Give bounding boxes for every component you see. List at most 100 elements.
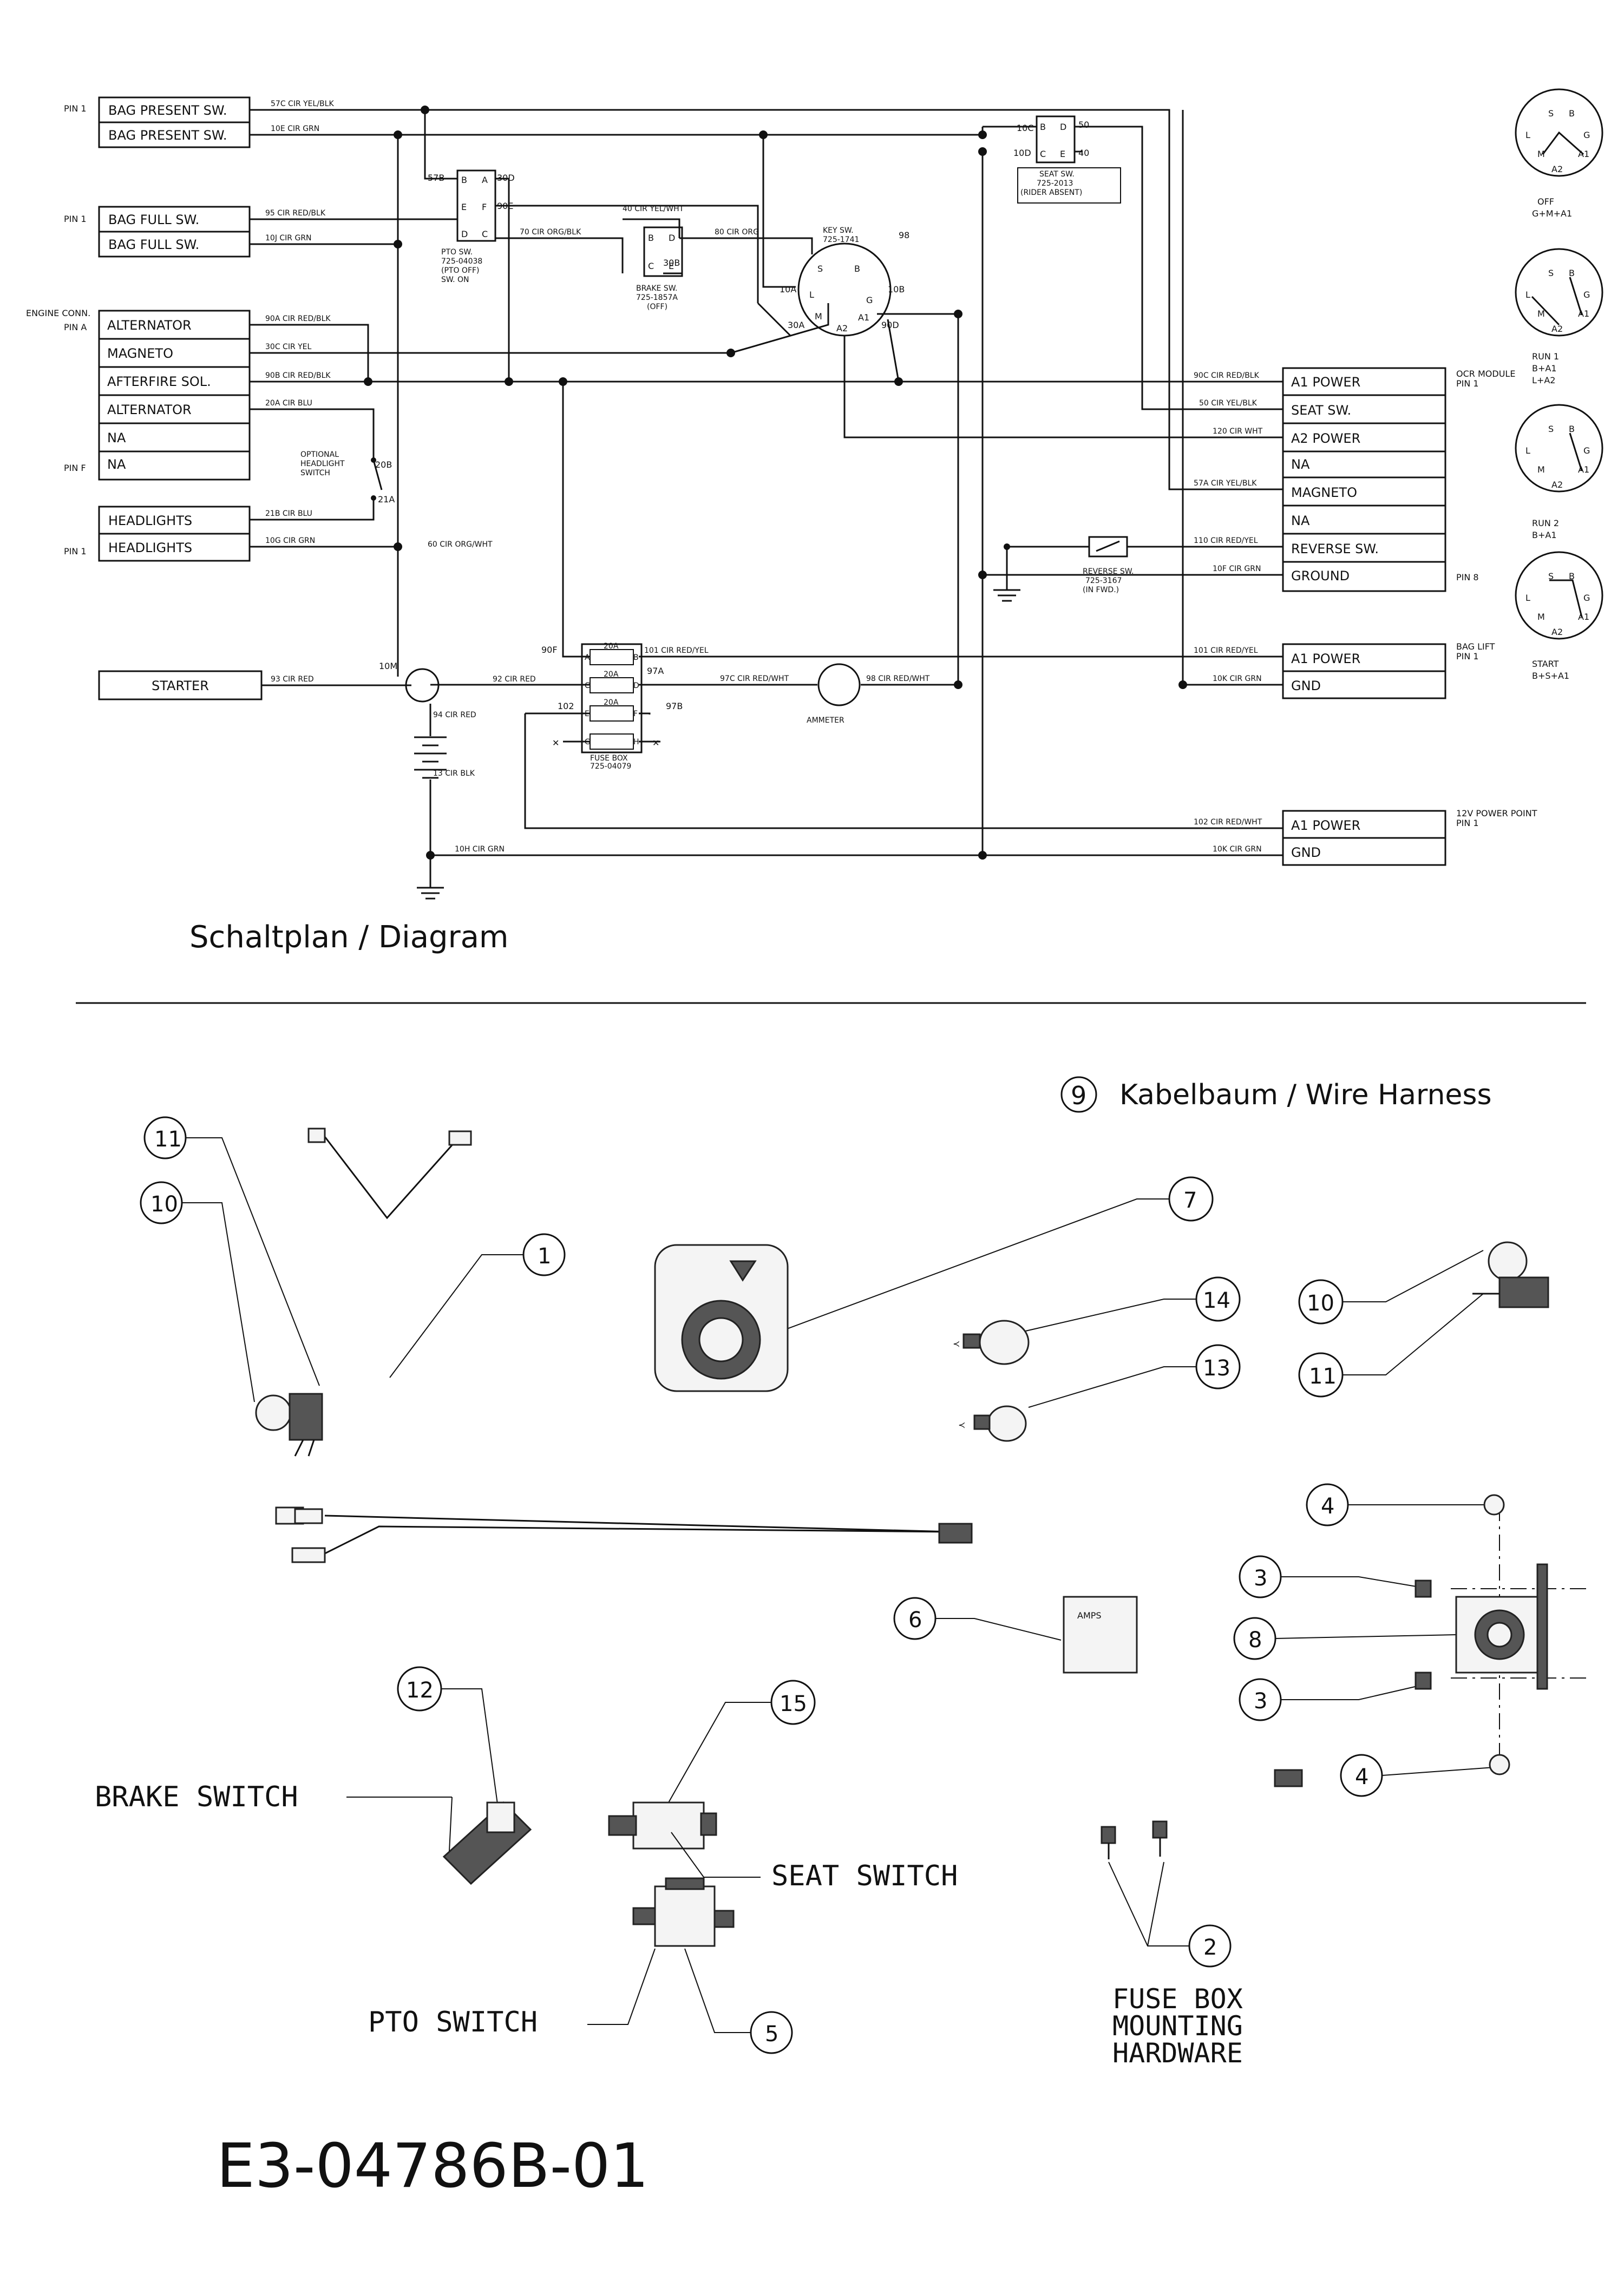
key-sw-text: KEY SW.: [823, 226, 854, 235]
engine-connector: ALTERNATOR MAGNETO AFTERFIRE SOL. ALTERN…: [26, 308, 251, 481]
callout-14: 14: [1023, 1276, 1241, 1332]
svg-text:M: M: [1537, 149, 1545, 159]
wire-label: 95 CIR RED/BLK: [265, 209, 326, 218]
brake-sw-text: BRAKE SW.: [636, 284, 677, 293]
seat-sw-text: SEAT SW.: [1039, 170, 1075, 179]
callout-number: 2: [1203, 1935, 1217, 1960]
reverse-switch-symbol: REVERSE SW. 725-3167 (IN FWD.): [1083, 536, 1134, 594]
alternator-label: ALTERNATOR: [107, 402, 192, 417]
schaltplan-caption: Schaltplan / Diagram: [189, 920, 508, 955]
ocr-pin-label: PIN 1: [1456, 378, 1479, 389]
callout-8: 8: [1233, 1617, 1457, 1660]
node-label: 30D: [497, 173, 515, 183]
node-label: 102: [558, 701, 574, 711]
bag-full-label-1: BAG FULL SW.: [108, 212, 199, 227]
callout-number: 10: [1307, 1291, 1334, 1316]
wire-label: 60 CIR ORG/WHT: [428, 540, 493, 549]
ocr-reverse-sw: REVERSE SW.: [1291, 541, 1379, 556]
callout-4-bottom: 4: [1340, 1754, 1495, 1797]
fuse-letter: B: [633, 653, 639, 662]
seat-sw-text: (RIDER ABSENT): [1020, 188, 1082, 197]
unused-terminal-mark: ✕: [652, 738, 659, 748]
key-terminal: S: [817, 264, 823, 274]
fuse-box-hardware-part: [1101, 1820, 1168, 1859]
wire-label: 13 CIR BLK: [433, 769, 475, 778]
ammeter-label: AMMETER: [807, 716, 844, 725]
headlights-label-2: HEADLIGHTS: [108, 540, 192, 555]
wire-label: 92 CIR RED: [493, 675, 536, 684]
key-pos-name: OFF: [1537, 196, 1554, 207]
key-terminal: B: [854, 264, 860, 274]
fuse-hw-label: HARDWARE: [1112, 2037, 1243, 2069]
svg-text:G: G: [1583, 593, 1590, 603]
harness-title: Kabelbaum / Wire Harness: [1119, 1079, 1492, 1111]
node-label: 90E: [497, 201, 513, 211]
key-terminal: A2: [836, 323, 848, 333]
seat-switch-label: SEAT SWITCH: [771, 1860, 958, 1892]
na-label: NA: [107, 457, 126, 472]
node-label: 20B: [375, 460, 392, 470]
seat-sw-text: 725-2013: [1037, 179, 1073, 188]
harness-number: 9: [1071, 1081, 1086, 1110]
brake-sw-text: 725-1857A: [636, 293, 678, 302]
svg-text:L: L: [1525, 593, 1530, 603]
ocr-a2-power: A2 POWER: [1291, 431, 1360, 446]
svg-text:G: G: [1583, 445, 1590, 456]
wire-label: 57A CIR YEL/BLK: [1194, 479, 1257, 488]
parts-illustration: 11 10 1 7 14 13 10: [95, 1116, 1592, 2069]
ocr-magneto: MAGNETO: [1291, 485, 1357, 500]
callout-number: 4: [1355, 1765, 1368, 1790]
svg-text:A2: A2: [1551, 164, 1563, 174]
key-tip-mark: ≺: [958, 1420, 965, 1430]
brake-sw-text: (OFF): [647, 303, 667, 311]
pin-label: PIN F: [64, 463, 86, 473]
na-label: NA: [107, 430, 126, 445]
pin-label: PIN 1: [64, 546, 87, 556]
callout-number: 4: [1321, 1494, 1334, 1519]
key-terminal: L: [809, 290, 814, 300]
node-label: 10B: [888, 284, 905, 294]
svg-text:A2: A2: [1551, 627, 1563, 637]
wire-label: 101 CIR RED/YEL: [1194, 646, 1258, 655]
reverse-sw-text: 725-3167: [1085, 576, 1122, 585]
switch-letter: A: [482, 175, 488, 185]
wire-label: 40 CIR YEL/WHT: [623, 205, 684, 213]
callout-number: 11: [1309, 1364, 1337, 1389]
ocr-na: NA: [1291, 457, 1310, 472]
node-label: 40: [1078, 148, 1089, 158]
svg-text:A1: A1: [1578, 612, 1589, 622]
headlight-left: [255, 1393, 323, 1457]
node-labels: 57B 30D 90E 10M 10C 10D 50 40 98 10A 10B…: [375, 120, 1089, 711]
key-pos-name: RUN 2: [1532, 518, 1559, 528]
wire-label: 10K CIR GRN: [1213, 845, 1262, 854]
power-point-connector: A1 POWER GND 12V POWER POINT PIN 1: [1282, 808, 1537, 866]
seat-switch-symbol: B D C E SEAT SW. 725-2013 (RIDER ABSENT): [1017, 115, 1121, 204]
svg-text:B: B: [1569, 268, 1575, 278]
fuse-letter: E: [585, 710, 590, 718]
wire-label: 10F CIR GRN: [1213, 565, 1261, 573]
key-terminal: G: [866, 295, 873, 305]
pto-switch-part: [632, 1877, 735, 1947]
key-pos-combo: L+A2: [1532, 375, 1555, 385]
wire-label: 80 CIR ORG: [715, 228, 759, 237]
seat-switch-part: [608, 1801, 717, 1850]
pto-sw-text: 725-04038: [441, 257, 482, 266]
fuse-rating: 20A: [604, 642, 619, 651]
afterfire-label: AFTERFIRE SOL.: [107, 374, 211, 389]
node-label: 98: [899, 230, 909, 240]
node-label: 50: [1078, 120, 1089, 130]
pin-label: PIN A: [64, 322, 87, 332]
key-switch-symbol: S B L M G A1 A2 KEY SW. 725-1741: [797, 226, 892, 337]
svg-text:B: B: [1569, 108, 1575, 119]
key-part-13: ≺: [958, 1405, 1027, 1442]
node-label: 97A: [647, 666, 664, 676]
headlights-label-1: HEADLIGHTS: [108, 513, 192, 528]
svg-text:S: S: [1548, 571, 1554, 581]
pin-label: PIN 1: [64, 214, 87, 224]
key-pos-name: RUN 1: [1532, 351, 1559, 362]
fuse-box-text: 725-04079: [590, 762, 631, 771]
svg-text:M: M: [1537, 612, 1545, 622]
